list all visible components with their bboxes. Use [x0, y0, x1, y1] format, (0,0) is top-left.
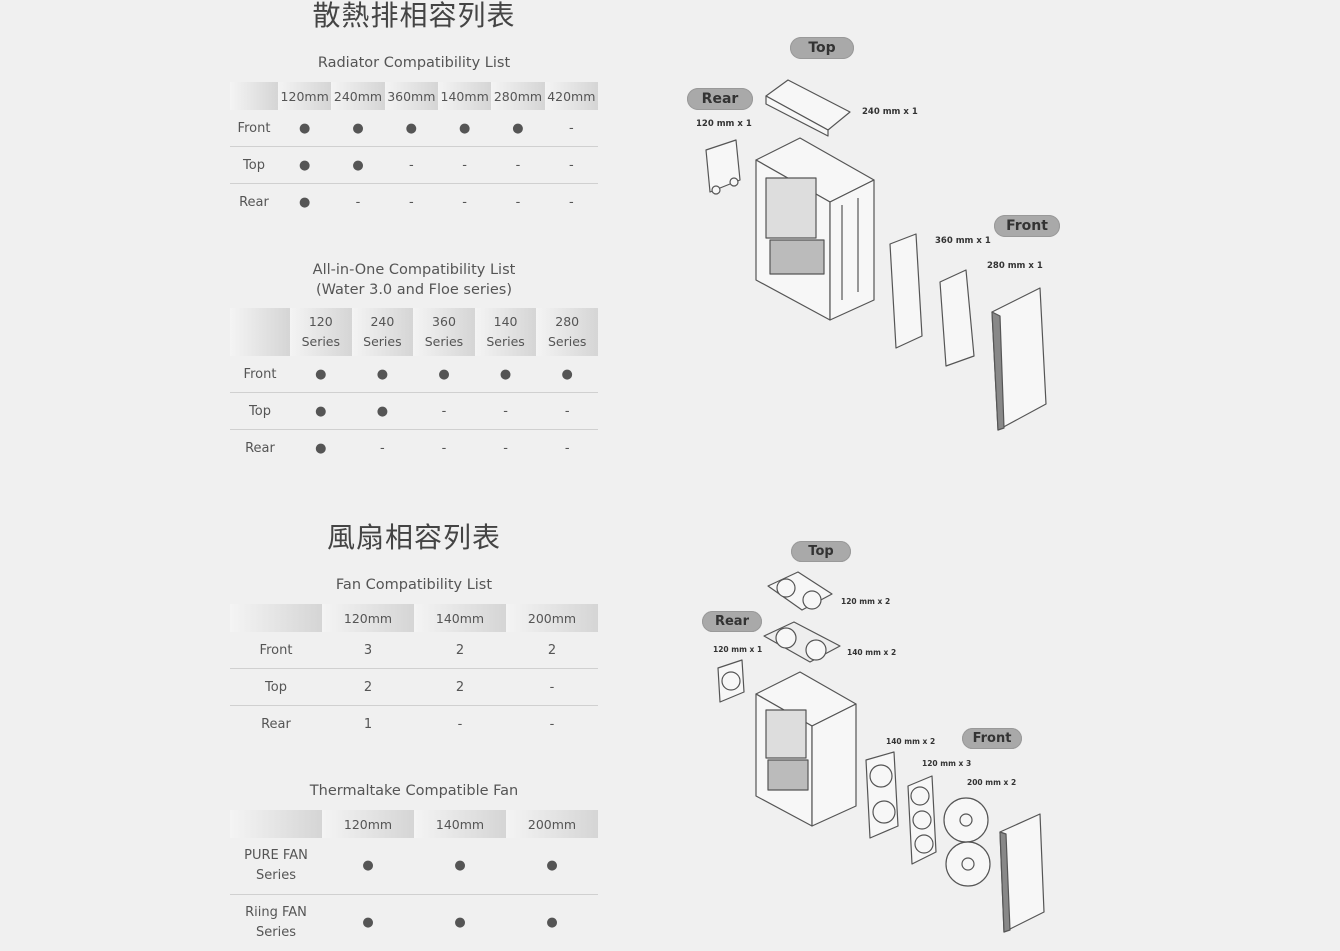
fan-top-pill: Top [791, 541, 851, 562]
fan-front-dim-b: 120 mm x 3 [922, 759, 971, 768]
front-360-radiator-icon [890, 234, 922, 348]
fan-top-dim-b: 140 mm x 2 [847, 648, 896, 657]
front-280-radiator-icon [940, 270, 974, 366]
front-120-fans-icon [908, 776, 936, 864]
radiator-top-pill: Top [790, 37, 854, 59]
fan-case-icon [756, 672, 856, 826]
radiator-rear-pill: Rear [687, 88, 753, 110]
radiator-top-dim: 240 mm x 1 [862, 107, 918, 117]
fan-front-dim-c: 200 mm x 2 [967, 778, 1016, 787]
fan-front-pill: Front [962, 728, 1022, 749]
radiator-front-dim-b: 280 mm x 1 [987, 261, 1043, 271]
top-radiator-icon [766, 80, 850, 136]
top-fans-icon [764, 572, 840, 662]
fan-top-dim-a: 120 mm x 2 [841, 597, 890, 606]
rear-radiator-icon [706, 140, 740, 194]
fan-rear-pill: Rear [702, 611, 762, 632]
rear-fan-icon [718, 660, 744, 702]
front-200-fans-icon [944, 798, 990, 886]
radiator-rear-dim: 120 mm x 1 [696, 119, 752, 129]
fan-front-dim-a: 140 mm x 2 [886, 737, 935, 746]
radiator-front-dim-a: 360 mm x 1 [935, 236, 991, 246]
front-140-fans-icon [866, 752, 898, 838]
fan-rear-dim: 120 mm x 1 [713, 645, 762, 654]
front-panel-icon [1000, 814, 1044, 932]
radiator-case-icon [756, 138, 874, 320]
radiator-front-pill: Front [994, 215, 1060, 237]
front-panel-icon [992, 288, 1046, 430]
